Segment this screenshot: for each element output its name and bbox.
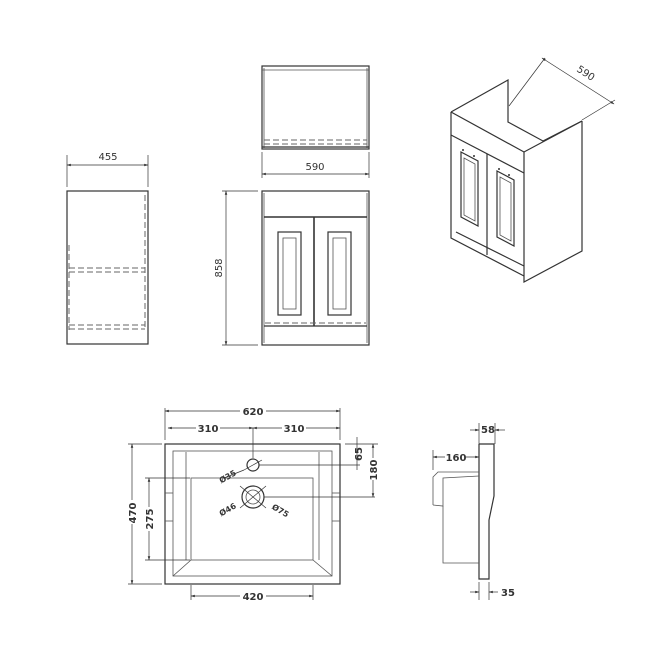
bowl-projection-dimension: 160 bbox=[446, 453, 467, 464]
waste-outer-diameter-label: Ø75 bbox=[270, 502, 291, 520]
basin-depth-dimension: 470 bbox=[128, 503, 139, 524]
cabinet-front-view: 858 bbox=[214, 190, 370, 346]
waste-inner-diameter-label: Ø46 bbox=[217, 500, 238, 518]
waste-offset-dimension: 180 bbox=[369, 460, 380, 481]
tap-hole-offset-dimension: 65 bbox=[354, 447, 365, 461]
basin-left-half-dimension: 310 bbox=[198, 424, 219, 435]
bowl-depth-dimension: 275 bbox=[145, 509, 156, 530]
base-thickness-dimension: 35 bbox=[501, 588, 515, 599]
cabinet-side-view: 455 bbox=[66, 152, 149, 345]
rim-thickness-dimension: 58 bbox=[481, 425, 495, 436]
side-depth-dimension: 455 bbox=[98, 152, 117, 163]
basin-right-half-dimension: 310 bbox=[284, 424, 305, 435]
cabinet-isometric-view: 590 bbox=[450, 57, 616, 284]
basin-side-section: 58 160 35 bbox=[432, 423, 515, 600]
cabinet-top-view: 590 bbox=[261, 65, 370, 178]
front-height-dimension: 858 bbox=[214, 258, 225, 277]
bowl-width-dimension: 420 bbox=[243, 592, 264, 603]
basin-width-dimension: 620 bbox=[243, 407, 264, 418]
basin-plan-view: 620 310 310 Ø35 Ø46 Ø75 bbox=[126, 404, 380, 603]
top-width-dimension: 590 bbox=[305, 162, 324, 173]
